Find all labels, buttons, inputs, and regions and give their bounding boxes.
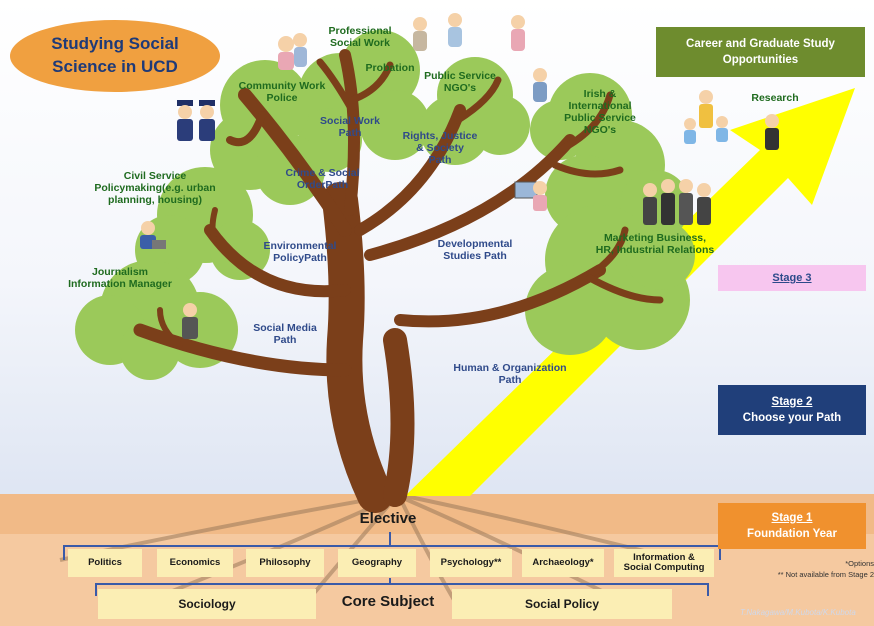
- subject-information-social-computing: Information & Social Computing: [614, 549, 714, 577]
- label-probation: Probation: [365, 62, 415, 74]
- label-rights-justice-path: Rights, Justice & Society Path: [402, 130, 478, 167]
- label-professional-social-work: Professional Social Work: [328, 25, 392, 50]
- label-human-organization-path: Human & Organization Path: [453, 362, 567, 387]
- subject-geography: Geography: [338, 549, 416, 577]
- elective-heading: Elective: [359, 510, 417, 527]
- label-research: Research: [751, 92, 799, 104]
- stage1-subtitle: Foundation Year: [747, 528, 837, 540]
- label-civil-service: Civil Service Policymaking(e.g. urban pl…: [94, 170, 216, 207]
- career-box: Career and Graduate Study Opportunities: [656, 27, 865, 77]
- core-sociology: Sociology: [98, 589, 316, 619]
- stage2-title: Stage 2: [771, 395, 813, 408]
- stage3-box: Stage 3: [718, 265, 866, 291]
- elective-bracket: [63, 532, 721, 596]
- teacher-children-icon: [684, 90, 728, 144]
- elderly-care-icon: [413, 13, 547, 102]
- stage1-title: Stage 1: [771, 511, 813, 524]
- credit-text: T.Nakagawa/M.Kubota/K.Kubota: [740, 608, 856, 617]
- business-people-icon: [643, 179, 711, 225]
- police-officers-icon: [177, 100, 215, 141]
- label-marketing: Marketing Business, HR, Industrial Relat…: [595, 232, 715, 257]
- person-laptop-icon: [140, 221, 166, 249]
- business-woman-icon: [182, 303, 198, 339]
- label-public-service: Public Service NGO's: [424, 70, 496, 95]
- label-social-work-path: Social Work Path: [320, 115, 380, 140]
- people-cluster-icon: [278, 33, 307, 70]
- label-environmental-policy-path: Environmental PolicyPath: [263, 240, 337, 265]
- researcher-icon: [765, 114, 779, 150]
- note-not-available: ** Not available from Stage 2: [777, 570, 874, 579]
- label-developmental-studies-path: Developmental Studies Path: [437, 238, 513, 263]
- subject-psychology: Psychology**: [430, 549, 512, 577]
- stage2-box: Stage 2 Choose your Path: [718, 385, 866, 435]
- subject-politics: Politics: [68, 549, 142, 577]
- label-journalism: Journalism Information Manager: [68, 266, 172, 291]
- note-options: *Options: [845, 559, 874, 568]
- stage2-subtitle: Choose your Path: [742, 412, 842, 424]
- core-social-policy: Social Policy: [452, 589, 672, 619]
- subject-philosophy: Philosophy: [246, 549, 324, 577]
- subject-archaeology: Archaeology*: [522, 549, 604, 577]
- label-social-media-path: Social Media Path: [253, 322, 317, 347]
- person-computer-icon: [514, 181, 547, 211]
- page-title: Studying Social Science in UCD: [51, 34, 179, 76]
- tree-trunk: [133, 49, 664, 513]
- title-oval: Studying Social Science in UCD: [10, 20, 220, 92]
- core-subject-heading: Core Subject: [341, 593, 435, 610]
- subject-economics: Economics: [157, 549, 233, 577]
- label-community-work: Community Work Police: [238, 80, 326, 105]
- label-irish-international: Irish & International Public Service NGO…: [564, 88, 636, 137]
- stage1-box: Stage 1 Foundation Year: [718, 503, 866, 549]
- label-crime-social-order-path: Crime & Social OrderPath: [285, 167, 360, 192]
